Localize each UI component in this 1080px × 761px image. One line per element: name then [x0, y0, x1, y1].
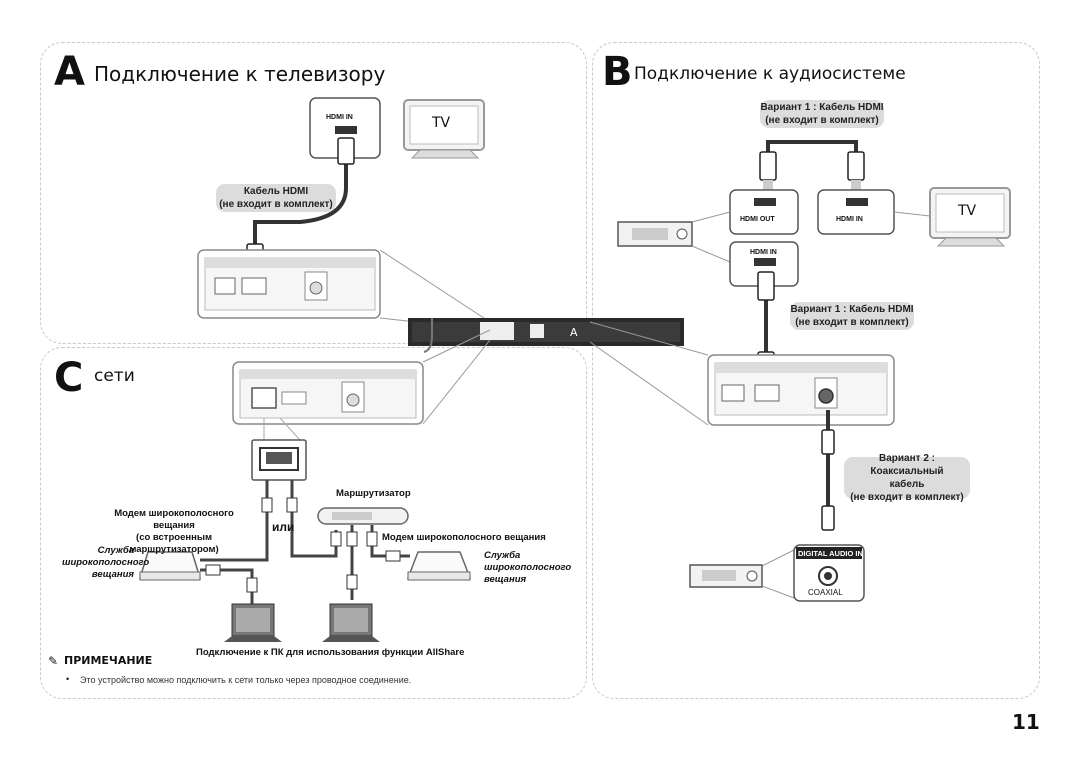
- hdmi-in-label-b-receiver: HDMI IN: [750, 249, 777, 256]
- label-line: широкополосного: [484, 562, 572, 573]
- or-label: или: [272, 520, 295, 534]
- bubble-line: кабель: [889, 479, 925, 490]
- section-b-panel: [592, 42, 1040, 699]
- label-line: Служба: [484, 550, 521, 561]
- bubble-b-variant1-mid: Вариант 1 : Кабель HDMI (не входит в ком…: [790, 302, 914, 330]
- hdmi-in-label-b-tv: HDMI IN: [836, 216, 863, 223]
- av-receiver-icon-bottom: [689, 564, 763, 588]
- coaxial-label: COAXIAL: [808, 588, 843, 597]
- section-c-panel: [40, 347, 587, 699]
- tv-label-a: TV: [432, 115, 451, 131]
- label-line: Служба: [97, 545, 134, 556]
- label-line: вещания: [91, 569, 134, 580]
- service-right-label: Служба широкополосного вещания: [484, 550, 574, 586]
- note-icon: ✎: [48, 654, 59, 668]
- digital-audio-in-label: DIGITAL AUDIO IN: [798, 549, 863, 558]
- bubble-line: (не входит в комплект): [765, 115, 879, 126]
- modem-router-label: Модем широкополосного вещания (со встрое…: [94, 508, 254, 556]
- laptop-icon-left: [224, 603, 282, 642]
- label-line: (со встроенным маршрутизатором): [129, 532, 219, 555]
- note-text: Это устройство можно подключить к сети т…: [80, 675, 412, 685]
- tv-icon-a: [403, 99, 485, 159]
- pc-caption: Подключение к ПК для использования функц…: [196, 647, 465, 658]
- bubble-line: (не входит в комплект): [850, 492, 964, 503]
- page-number: 11: [1012, 710, 1040, 734]
- bubble-line: (не входит в комплект): [795, 317, 909, 328]
- label-line: Модем широкополосного вещания: [114, 508, 234, 531]
- bubble-line: Вариант 1 : Кабель HDMI: [790, 304, 914, 315]
- av-receiver-icon-top: [617, 221, 693, 247]
- bubble-b-variant2: Вариант 2 : Коаксиальный кабель (не вход…: [844, 453, 970, 503]
- hdmi-out-label-b: HDMI OUT: [740, 216, 775, 223]
- section-b-letter: B: [602, 49, 633, 95]
- bubble-line: Вариант 2 : Коаксиальный: [870, 453, 944, 477]
- label-line: вещания: [484, 574, 527, 585]
- section-b-title: Подключение к аудиосистеме: [634, 64, 906, 84]
- section-c-letter: C: [54, 355, 84, 401]
- modem-icon: [406, 551, 472, 581]
- section-a-letter: A: [54, 49, 85, 95]
- service-left-label: Служба широкополосного вещания: [62, 545, 150, 581]
- router-label: Маршрутизатор: [336, 488, 411, 499]
- tv-label-b: TV: [958, 203, 977, 219]
- section-a-title: Подключение к телевизору: [94, 62, 386, 86]
- blu-ray-player-back: A: [408, 318, 684, 353]
- note-heading: ПРИМЕЧАНИЕ: [64, 654, 153, 667]
- bubble-line: Кабель HDMI: [243, 186, 309, 197]
- laptop-icon-right: [322, 603, 380, 642]
- label-line: широкополосного: [62, 557, 150, 568]
- section-c-title: сети: [94, 366, 135, 386]
- router-icon: [317, 507, 409, 525]
- hdmi-in-label-a: HDMI IN: [326, 114, 353, 121]
- modem-router-icon: [138, 551, 202, 581]
- modem-label: Модем широкополосного вещания: [382, 532, 546, 543]
- bubble-line: Вариант 1 : Кабель HDMI: [760, 102, 884, 113]
- bubble-a-cable: Кабель HDMI (не входит в комплект): [216, 184, 336, 212]
- bubble-b-variant1-top: Вариант 1 : Кабель HDMI (не входит в ком…: [760, 100, 884, 128]
- tv-icon-b: [929, 187, 1011, 247]
- note-bullet: •: [66, 674, 70, 684]
- svg-text:A: A: [570, 326, 578, 339]
- section-a-panel: [40, 42, 587, 344]
- bubble-line: (не входит в комплект): [219, 199, 333, 210]
